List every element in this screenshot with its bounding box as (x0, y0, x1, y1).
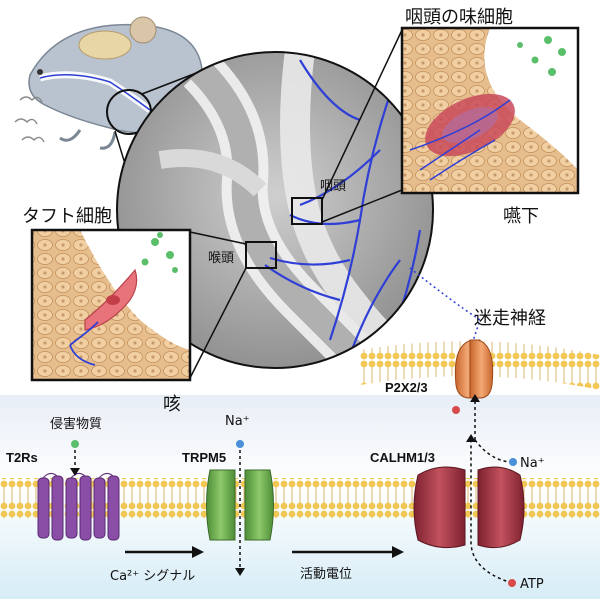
p2x-label: P2X2/3 (385, 380, 428, 395)
atp-label: ATP (520, 577, 544, 592)
irritant-molecule (71, 440, 79, 448)
swallow-label: 嚥下 (503, 206, 539, 227)
action-potential-label: 活動電位 (300, 567, 352, 582)
calhm-channel (413, 466, 525, 549)
ca-signal-label: Ca²⁺ シグナル (110, 569, 195, 584)
pharynx-label: 咽頭 (320, 179, 346, 194)
t2r-receptor (37, 472, 120, 541)
na-plus-top: Na⁺ (225, 414, 250, 429)
pharynx-box (291, 197, 323, 225)
tuft-cell-title: タフト細胞 (22, 206, 112, 227)
t2rs-label: T2Rs (6, 450, 38, 465)
larynx-label: 喉頭 (208, 251, 234, 266)
larynx-box (245, 241, 277, 269)
p2x-receptor (452, 339, 494, 414)
cough-label: 咳 (163, 394, 181, 415)
trpm5-channel (206, 469, 274, 541)
na-plus-right: Na⁺ (520, 456, 545, 471)
taste-cell-title: 咽頭の味細胞 (405, 7, 513, 28)
taste-cell-panel: 咽頭の味細胞 嚥下 (400, 7, 580, 227)
calhm-label: CALHM1/3 (370, 450, 435, 465)
tuft-cell-panel: タフト細胞 咳 (22, 206, 192, 415)
irritant-label: 侵害物質 (50, 416, 102, 432)
vagus-nerve-label: 迷走神経 (474, 308, 546, 329)
trpm5-label: TRPM5 (182, 450, 226, 465)
